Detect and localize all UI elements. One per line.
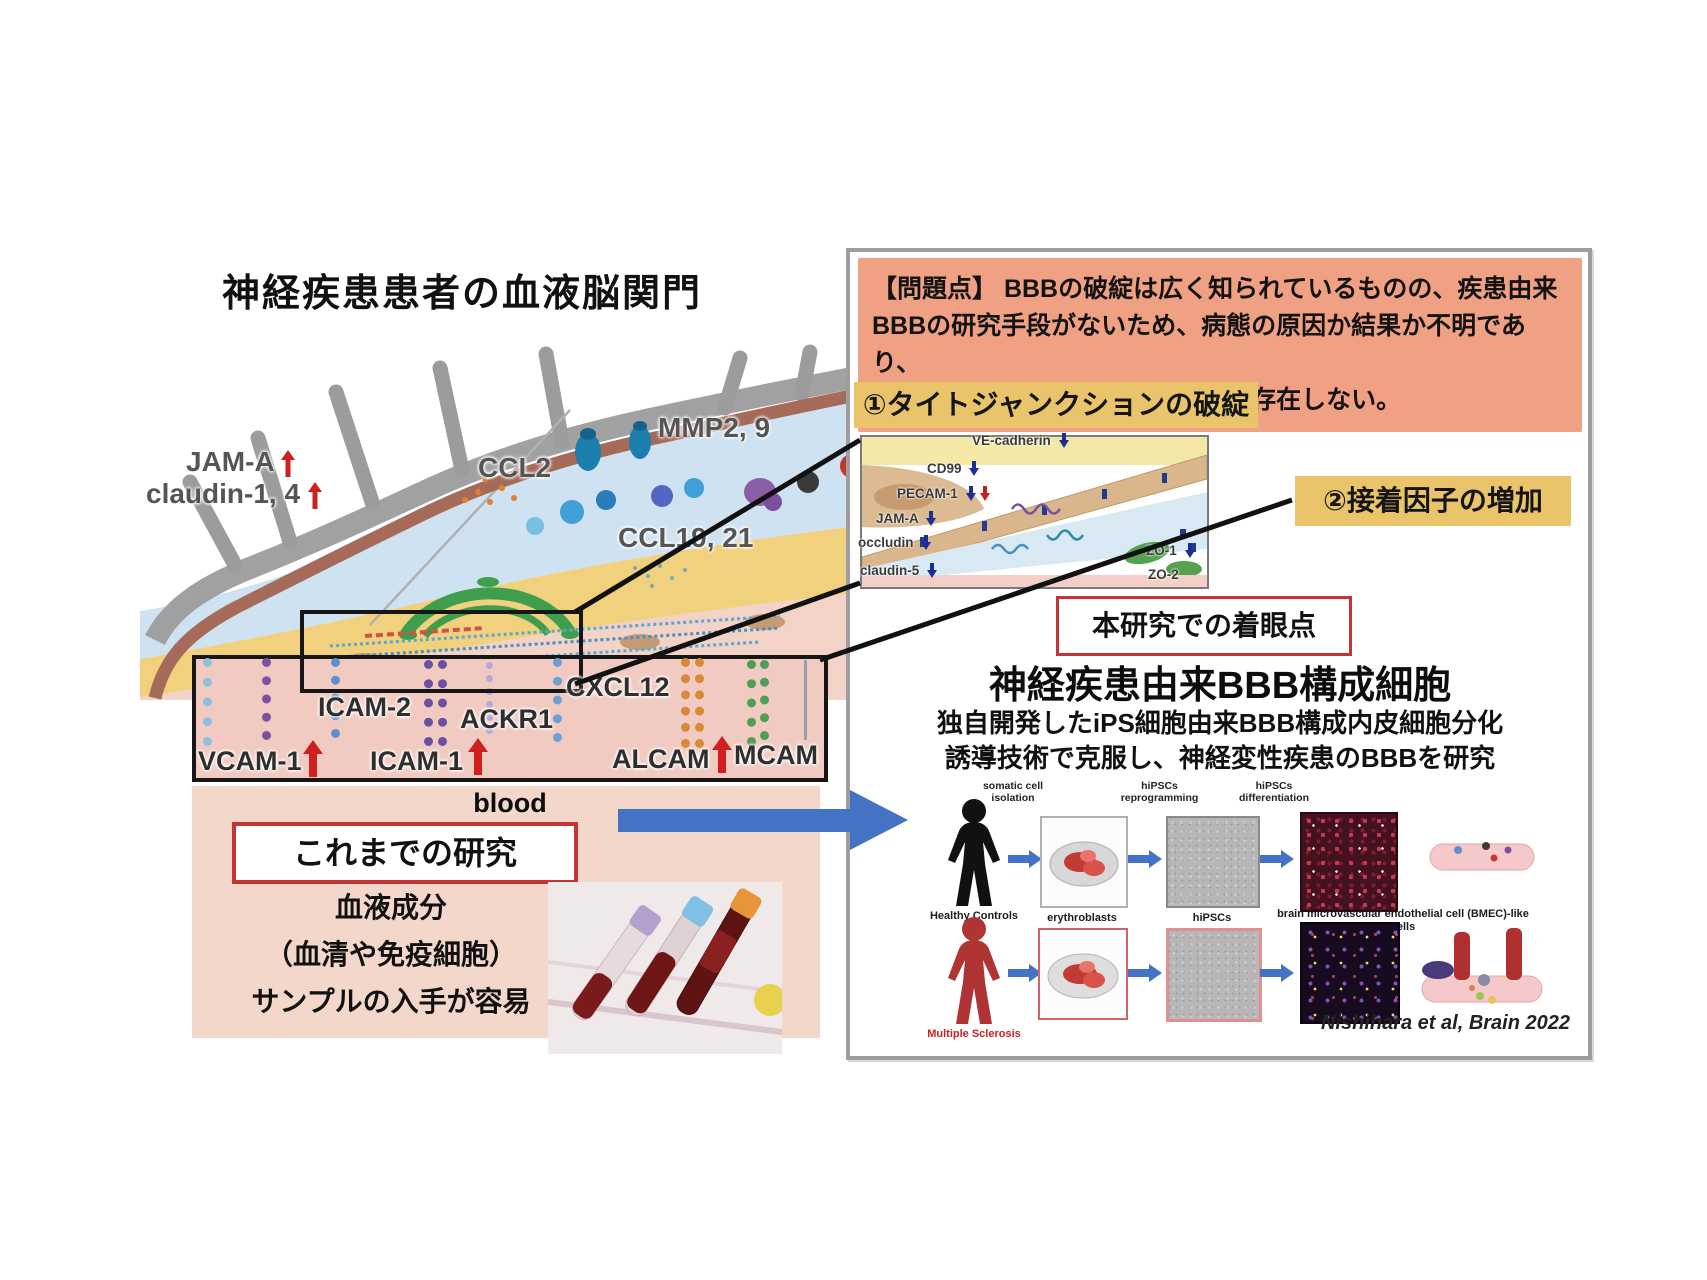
hipscs-label: hiPSCs	[1192, 912, 1232, 924]
receptor-glyph-icam2	[331, 658, 340, 738]
page-title: 神経疾患患者の血液脳関門	[221, 273, 702, 315]
label-vcam1: VCAM-1	[198, 746, 302, 776]
down-arrow-icon	[1059, 433, 1069, 449]
vcam1-up-arrow	[303, 740, 323, 778]
healthy-label: Healthy Controls	[929, 910, 1018, 922]
step3-label: hiPSCs differentiation	[1239, 780, 1309, 804]
alcam-up-arrow	[712, 736, 732, 774]
label-icam1: ICAM-1	[370, 746, 463, 776]
receptor-glyph-alcam	[681, 658, 690, 748]
hipsc-colony-image	[1166, 816, 1260, 908]
small-arrow-icon	[1128, 964, 1162, 982]
step2-label: hiPSCs reprogramming	[1120, 780, 1199, 804]
receptor-glyph-mcam	[760, 660, 769, 740]
label-cd99: CD99	[927, 461, 979, 477]
sample-text: 血液成分 （血清や免疫細胞） サンプルの入手が容易	[206, 884, 576, 1025]
erythroblast-dish-image	[1040, 816, 1128, 908]
ms-hipsc-colony-image	[1166, 928, 1262, 1022]
label-claudin5: claudin-5	[860, 563, 937, 579]
bmec-fluorescence-image	[1300, 812, 1398, 912]
up-arrow-icon	[281, 450, 295, 478]
label-jam-a: JAM-A	[186, 446, 295, 478]
receptor-glyph-icam1	[424, 660, 433, 746]
point1-label: ①タイトジャンクションの破綻	[854, 382, 1258, 428]
small-arrow-icon	[1008, 964, 1042, 982]
capillary-ms-image	[1421, 928, 1543, 1004]
label-zo1: ZO-1	[1146, 543, 1195, 559]
label-claudin-1-4: claudin-1, 4	[146, 478, 322, 510]
problem-line2: BBBの研究手段がないため、病態の原因か結果か不明であり、	[872, 312, 1526, 377]
up-arrow-icon	[308, 482, 322, 510]
receptor-glyph-mcam	[747, 660, 756, 746]
label-mmp2-9: MMP2, 9	[658, 412, 771, 443]
healthy-person-icon	[940, 798, 1008, 913]
previous-research-box: これまでの研究	[232, 822, 578, 884]
receptor-glyph	[804, 660, 807, 740]
label-ackr1: ACKR1	[460, 704, 554, 734]
citation: Nishihara et al, Brain 2022	[1320, 1012, 1570, 1034]
erythroblasts-label: erythroblasts	[1047, 912, 1117, 924]
sample-line2: （血清や免疫細胞）	[264, 939, 517, 970]
receptor-glyph-cxcl12	[553, 658, 562, 742]
ms-erythroblast-dish-image	[1038, 928, 1128, 1020]
up-arrow-icon	[712, 736, 732, 774]
up-arrow-icon	[303, 740, 323, 778]
label-zo2: ZO-2	[1148, 567, 1179, 582]
receptor-glyph-icam1	[438, 660, 447, 746]
flow-arrow	[618, 790, 908, 850]
down-arrow-icon	[1185, 543, 1195, 559]
down-arrow-icon	[921, 535, 931, 551]
icam1-up-arrow	[468, 738, 488, 776]
problem-line1: 【問題点】 BBBの破綻は広く知られているものの、疾患由来	[872, 275, 1558, 303]
down-arrow-icon	[926, 511, 936, 527]
label-blood: blood	[473, 788, 547, 818]
blood-tubes-image	[548, 882, 782, 1054]
ms-person-icon	[940, 916, 1008, 1031]
label-ve-cadherin: VE-cadherin	[972, 433, 1069, 449]
down-arrow-icon	[966, 486, 976, 502]
ms-fluorescence-image	[1300, 922, 1400, 1024]
ms-label: Multiple Sclerosis	[927, 1028, 1021, 1040]
capillary-healthy-image	[1429, 842, 1535, 871]
label-pecam1: PECAM-1	[897, 486, 990, 502]
label-inset-jam-a: JAM-A	[876, 511, 936, 527]
point2-label: ②接着因子の増加	[1295, 476, 1571, 526]
label-icam2: ICAM-2	[318, 692, 411, 722]
small-arrow-icon	[1260, 850, 1294, 868]
receptor-glyph	[262, 658, 271, 740]
right-body-line2: 誘導技術で克服し、神経変性疾患のBBBを研究	[944, 743, 1496, 773]
label-ccl2: CCL2	[478, 452, 552, 483]
focus-box: 本研究での着眼点	[1056, 596, 1352, 656]
down-arrow-icon	[969, 461, 979, 477]
sample-line3: サンプルの入手が容易	[251, 986, 531, 1017]
up-arrow-icon	[468, 738, 488, 776]
label-occludin: occludin	[858, 535, 931, 551]
receptor-glyph-alcam	[695, 658, 704, 748]
label-alcam: ALCAM	[612, 744, 710, 774]
down-arrow-icon	[980, 486, 990, 502]
step1-label: somatic cell isolation	[982, 780, 1044, 804]
blood-tubes-art	[548, 888, 782, 1035]
small-arrow-icon	[1260, 964, 1294, 982]
receptor-glyph-ackr1	[486, 662, 493, 734]
right-heading: 神経疾患由来BBB構成細胞	[988, 665, 1452, 707]
small-arrow-icon	[1128, 850, 1162, 868]
label-ccl19-21: CCL19, 21	[618, 522, 754, 553]
inset-source-rectangle	[300, 610, 583, 693]
right-body-line1: 独自開発したiPS細胞由来BBB構成内皮細胞分化	[936, 708, 1504, 738]
label-cxcl12: CXCL12	[566, 672, 670, 702]
down-arrow-icon	[927, 563, 937, 579]
label-mcam: MCAM	[734, 740, 818, 770]
sample-line1: 血液成分	[334, 892, 447, 923]
small-arrow-icon	[1008, 850, 1042, 868]
receptor-glyph	[203, 658, 212, 746]
